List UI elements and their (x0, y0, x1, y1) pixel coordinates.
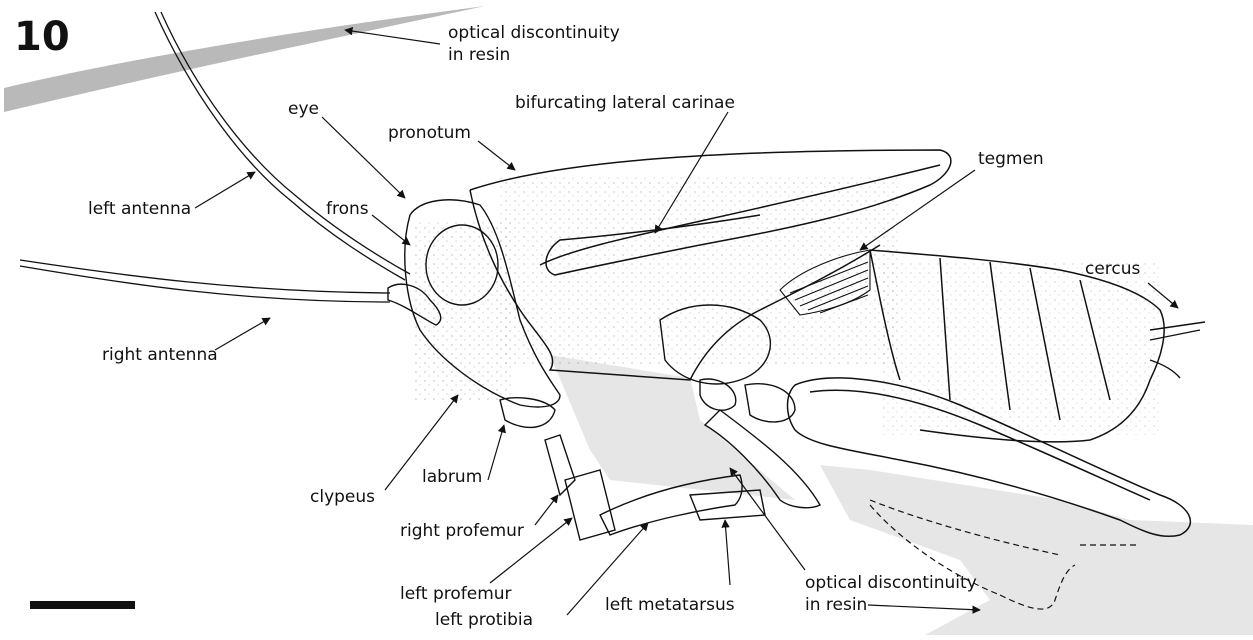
abdomen-stipple (880, 260, 1160, 435)
label-right-antenna: right antenna (102, 344, 218, 366)
label-optical-top-line1: optical discontinuity (448, 22, 620, 44)
figure-number: 10 (14, 14, 70, 60)
label-pronotum: pronotum (388, 122, 471, 144)
label-optical-discontinuity-bottom: optical discontinuity in resin (805, 572, 977, 616)
label-labrum: labrum (422, 466, 482, 488)
label-tegmen: tegmen (978, 148, 1044, 170)
label-cercus: cercus (1085, 258, 1140, 280)
label-clypeus: clypeus (310, 486, 375, 508)
label-left-antenna: left antenna (88, 198, 191, 220)
label-left-profemur: left profemur (400, 583, 512, 605)
label-frons: frons (326, 198, 369, 220)
resin-band-top (4, 6, 485, 112)
label-eye: eye (288, 98, 319, 120)
head-stipple (412, 220, 512, 400)
label-optical-bottom-line1: optical discontinuity (805, 572, 977, 594)
label-bifurcating-lateral-carinae: bifurcating lateral carinae (515, 92, 735, 114)
pronotum-stipple (500, 175, 900, 365)
right-antenna-shape (20, 260, 390, 302)
label-left-metatarsus: left metatarsus (605, 594, 735, 616)
label-left-protibia: left protibia (435, 609, 533, 631)
resin-region-leg (550, 355, 795, 500)
label-optical-bottom-line2: in resin (805, 594, 977, 616)
label-optical-discontinuity-top: optical discontinuity in resin (448, 22, 620, 66)
scale-bar (30, 601, 135, 609)
label-right-profemur: right profemur (400, 520, 524, 542)
label-optical-top-line2: in resin (448, 44, 620, 66)
